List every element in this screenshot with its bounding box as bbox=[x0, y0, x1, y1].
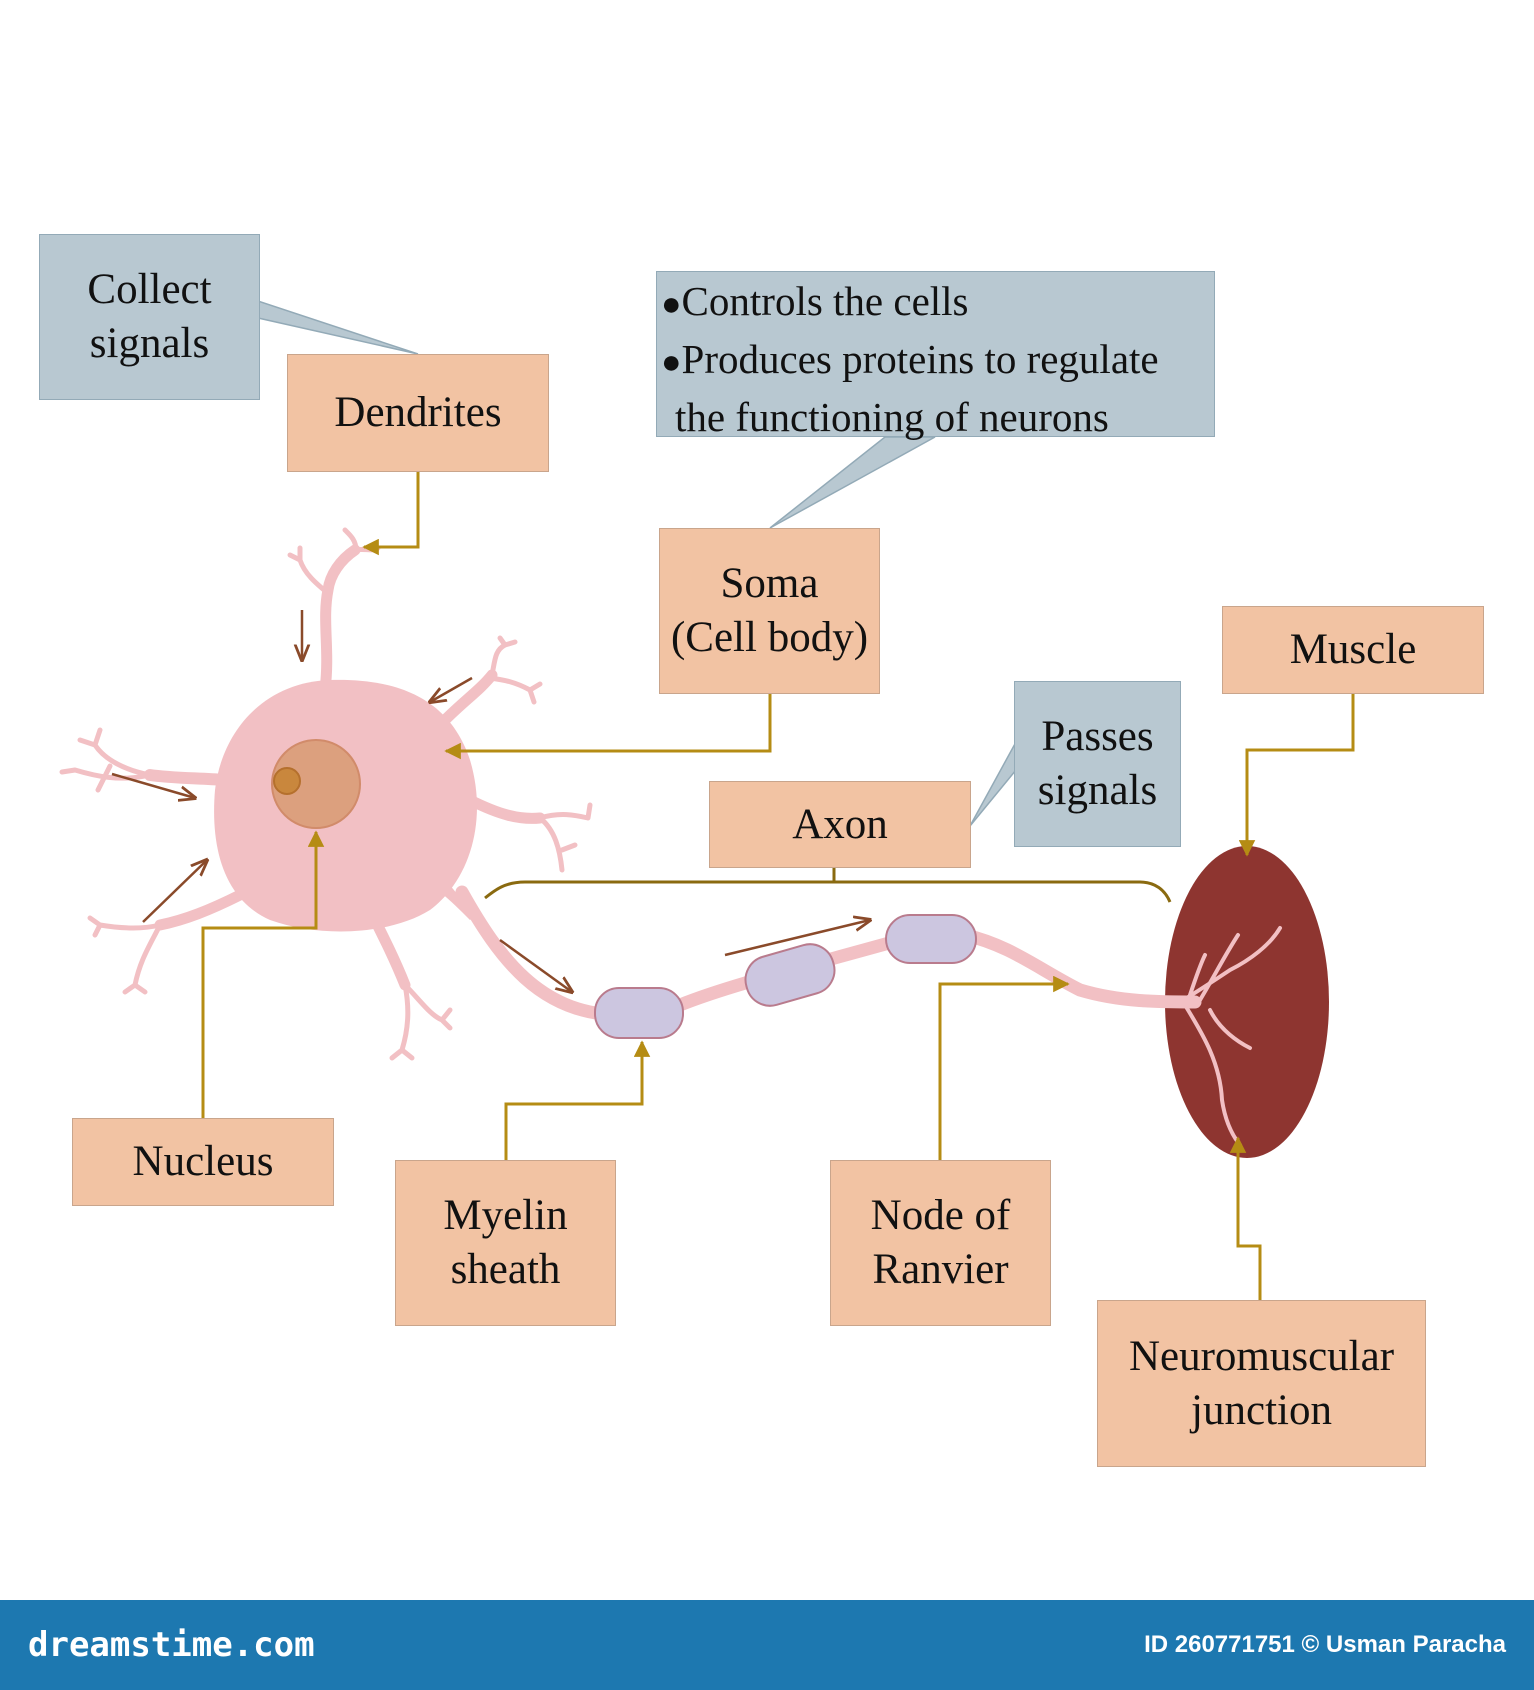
axon-hillock bbox=[440, 880, 475, 920]
axon-callout-line1: Passes bbox=[1041, 713, 1154, 760]
soma-label-line2: (Cell body) bbox=[670, 614, 869, 661]
soma-callout-item: ●Produces proteins to regulate bbox=[661, 332, 1159, 390]
node-connector bbox=[938, 975, 1070, 1160]
diagram-canvas bbox=[59, 299, 1355, 1300]
node-label-line1: Node of bbox=[870, 1192, 1011, 1239]
bullet-icon: ● bbox=[661, 286, 682, 323]
muscle-label-text: Muscle bbox=[1289, 626, 1417, 673]
myelin-segment-icon bbox=[594, 987, 684, 1039]
dendrites-label: Dendrites bbox=[287, 354, 549, 472]
dendrites-callout-line1: Collect bbox=[87, 266, 212, 313]
myelin-sheath-label: Myelin sheath bbox=[395, 1160, 616, 1326]
dendrites-connector bbox=[362, 472, 420, 556]
dendrites-label-text: Dendrites bbox=[334, 389, 502, 436]
axon-fiber bbox=[455, 885, 1202, 1022]
dendrites-callout-tail bbox=[257, 299, 419, 355]
neuron-diagram: Collect signals ●Controls the cells ●Pro… bbox=[39, 234, 1484, 1467]
axon-terminal-branches bbox=[1178, 926, 1282, 1147]
node-of-ranvier-label: Node of Ranvier bbox=[830, 1160, 1051, 1326]
soma-callout-tail bbox=[769, 436, 936, 529]
soma-callout-item-text: Controls the cells bbox=[681, 278, 969, 324]
axon-label-text: Axon bbox=[792, 800, 888, 848]
soma-callout-item-text: the functioning of neurons bbox=[675, 394, 1109, 440]
nmj-label-line2: junction bbox=[1191, 1386, 1332, 1434]
soma-connector bbox=[444, 694, 772, 760]
bullet-icon: ● bbox=[661, 344, 682, 381]
nucleus-label-text: Nucleus bbox=[132, 1138, 274, 1185]
nucleus-icon bbox=[271, 739, 361, 829]
myelin-segment-icon bbox=[744, 943, 836, 1007]
dendrites-callout-line2: signals bbox=[89, 320, 210, 367]
watermark-footer: dreamstime.com ID 260771751 © Usman Para… bbox=[0, 1600, 1534, 1690]
soma-callout: ●Controls the cells ●Produces proteins t… bbox=[656, 271, 1215, 440]
soma-label: Soma (Cell body) bbox=[659, 528, 880, 694]
neuromuscular-junction-label: Neuromuscular junction bbox=[1097, 1300, 1426, 1467]
axon-callout-line2: signals bbox=[1037, 767, 1158, 814]
soma-label-line1: Soma bbox=[720, 560, 819, 607]
muscle-connector bbox=[1238, 694, 1355, 857]
image-credit: ID 260771751 © Usman Paracha bbox=[1144, 1631, 1506, 1658]
soma-callout-item-text: Produces proteins to regulate bbox=[681, 336, 1159, 382]
myelin-label-line2: sheath bbox=[450, 1246, 561, 1293]
axon-bracket bbox=[484, 880, 1172, 903]
brand-logo: dreamstime.com bbox=[28, 1625, 315, 1665]
muscle-fiber-icon bbox=[1165, 846, 1329, 1158]
nucleolus-icon bbox=[273, 767, 301, 795]
axon-callout: Passes signals bbox=[1014, 681, 1181, 847]
node-label-line2: Ranvier bbox=[872, 1246, 1009, 1293]
soma-callout-item: ●Controls the cells bbox=[661, 274, 969, 332]
dendrites-callout: Collect signals bbox=[39, 234, 260, 400]
connector-lines bbox=[201, 472, 1355, 1300]
soma-callout-item: the functioning of neurons bbox=[661, 390, 1109, 444]
muscle-label: Muscle bbox=[1222, 606, 1484, 694]
myelin-label-line1: Myelin bbox=[443, 1192, 568, 1239]
axon-callout-tail bbox=[969, 741, 1017, 827]
nucleus-label: Nucleus bbox=[72, 1118, 334, 1206]
signal-arrow-icon bbox=[111, 610, 870, 992]
nucleus-connector bbox=[201, 830, 325, 1118]
myelin-segment-icon bbox=[885, 914, 977, 964]
nmj-connector bbox=[1229, 1136, 1262, 1300]
axon-label: Axon bbox=[709, 781, 971, 868]
nmj-label-line1: Neuromuscular bbox=[1128, 1332, 1395, 1380]
myelin-connector bbox=[504, 1040, 651, 1160]
